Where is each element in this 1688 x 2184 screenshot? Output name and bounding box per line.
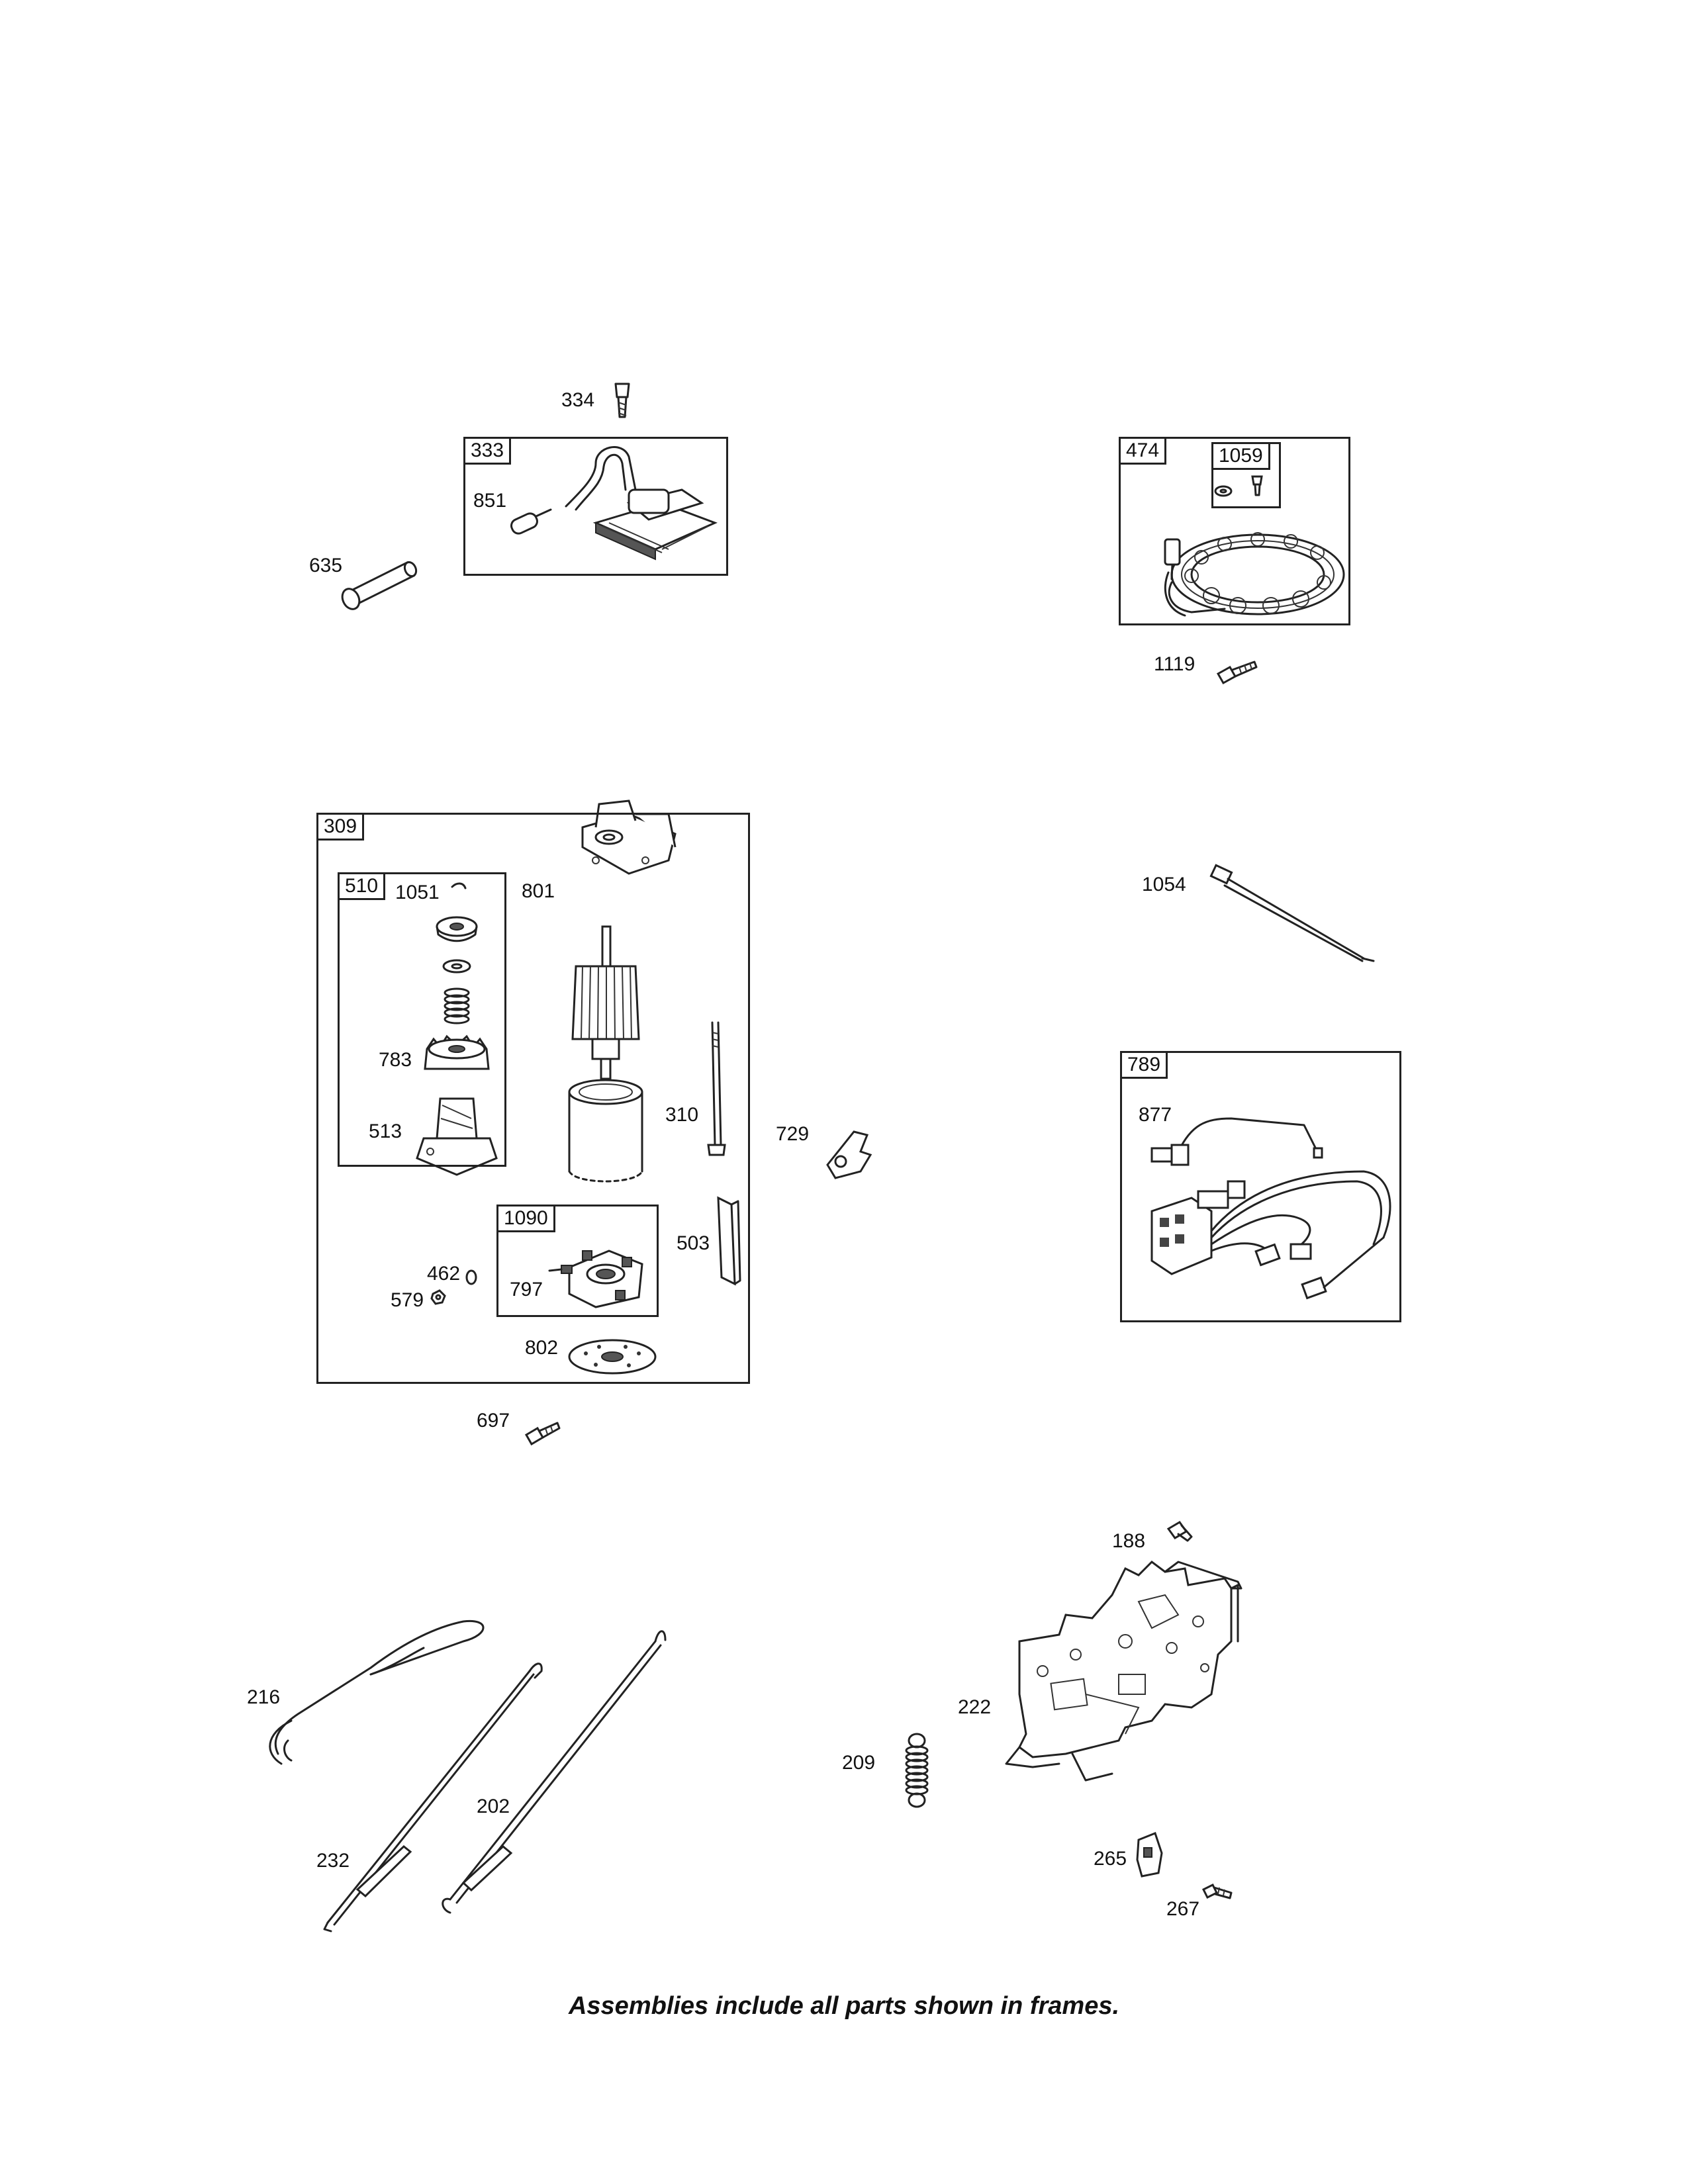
screw-334-drawing: [614, 383, 630, 418]
part-label-267: 267: [1166, 1898, 1200, 1920]
frame-tag-474: 474: [1119, 437, 1167, 465]
part-label-216: 216: [247, 1686, 281, 1708]
part-label-188: 188: [1112, 1530, 1146, 1552]
frame-tag-309: 309: [316, 813, 365, 841]
part-label-1051: 1051: [395, 882, 440, 903]
through-bolt-310-drawing: [707, 1021, 726, 1156]
part-label-1054: 1054: [1142, 874, 1186, 895]
bracket-729-drawing: [826, 1130, 872, 1179]
starter-housing-drawing: [568, 1079, 643, 1183]
part-label-310: 310: [665, 1104, 699, 1126]
part-label-513: 513: [369, 1120, 402, 1142]
ignition-coil-drawing: [565, 446, 718, 561]
rod-202-drawing: [442, 1630, 667, 1914]
brush-holder-1090-drawing: [548, 1250, 643, 1308]
fastener-1059-drawing: [1214, 475, 1263, 497]
part-label-222: 222: [958, 1696, 992, 1718]
assembly-frame-1059: 1059: [1211, 442, 1281, 508]
part-label-801: 801: [522, 880, 555, 902]
frame-tag-789: 789: [1120, 1051, 1168, 1079]
screw-267-drawing: [1201, 1883, 1233, 1899]
cable-tie-1054-drawing: [1209, 864, 1375, 962]
sleeve-635-drawing: [341, 561, 418, 610]
plate-802-drawing: [568, 1339, 657, 1375]
part-label-334: 334: [561, 389, 595, 411]
part-label-635: 635: [309, 555, 343, 576]
assembly-frame-309: 309: [316, 813, 750, 1384]
frame-tag-510: 510: [338, 872, 386, 900]
rod-232-drawing: [323, 1662, 543, 1933]
part-label-851: 851: [473, 490, 507, 512]
frame-tag-333: 333: [463, 437, 512, 465]
part-label-729: 729: [776, 1123, 810, 1145]
part-label-232: 232: [316, 1850, 350, 1872]
clip-265-drawing: [1136, 1832, 1163, 1878]
screw-188-drawing: [1166, 1521, 1193, 1542]
frame-tag-1059: 1059: [1211, 442, 1270, 470]
part-label-802: 802: [525, 1337, 559, 1359]
nut-579-drawing: [430, 1289, 446, 1305]
assembly-frame-333: 333: [463, 437, 728, 576]
bolt-1119-drawing: [1216, 660, 1258, 685]
washer-462-drawing: [465, 1269, 477, 1285]
part-label-202: 202: [477, 1796, 510, 1817]
assemblies-caption: Assemblies include all parts shown in fr…: [568, 1992, 1120, 2020]
part-label-797: 797: [510, 1279, 543, 1300]
assembly-frame-789: 789: [1120, 1051, 1401, 1322]
insulator-503-drawing: [717, 1196, 741, 1286]
governor-link-216-drawing: [269, 1619, 485, 1765]
part-label-1119: 1119: [1154, 653, 1196, 675]
part-label-579: 579: [391, 1289, 424, 1311]
part-label-877: 877: [1139, 1104, 1172, 1126]
bolt-697-drawing: [524, 1422, 561, 1446]
control-bracket-222-drawing: [1005, 1561, 1243, 1782]
frame-tag-1090: 1090: [496, 1205, 555, 1232]
assembly-frame-510: 510: [338, 872, 506, 1167]
spring-209-drawing: [905, 1733, 929, 1808]
part-label-462: 462: [427, 1263, 461, 1285]
stator-474-drawing: [1164, 532, 1345, 617]
assembly-frame-474: 474: [1119, 437, 1350, 625]
part-label-503: 503: [677, 1232, 710, 1254]
part-label-209: 209: [842, 1752, 876, 1774]
terminal-851-drawing: [510, 508, 552, 535]
assembly-frame-1090: 1090: [496, 1205, 659, 1317]
wiring-harness-789-drawing: [1150, 1117, 1391, 1300]
part-label-265: 265: [1094, 1848, 1127, 1870]
armature-drawing: [571, 925, 640, 1080]
starter-end-cap-801-drawing: [581, 799, 677, 875]
part-label-697: 697: [477, 1410, 510, 1432]
part-label-783: 783: [379, 1049, 412, 1071]
